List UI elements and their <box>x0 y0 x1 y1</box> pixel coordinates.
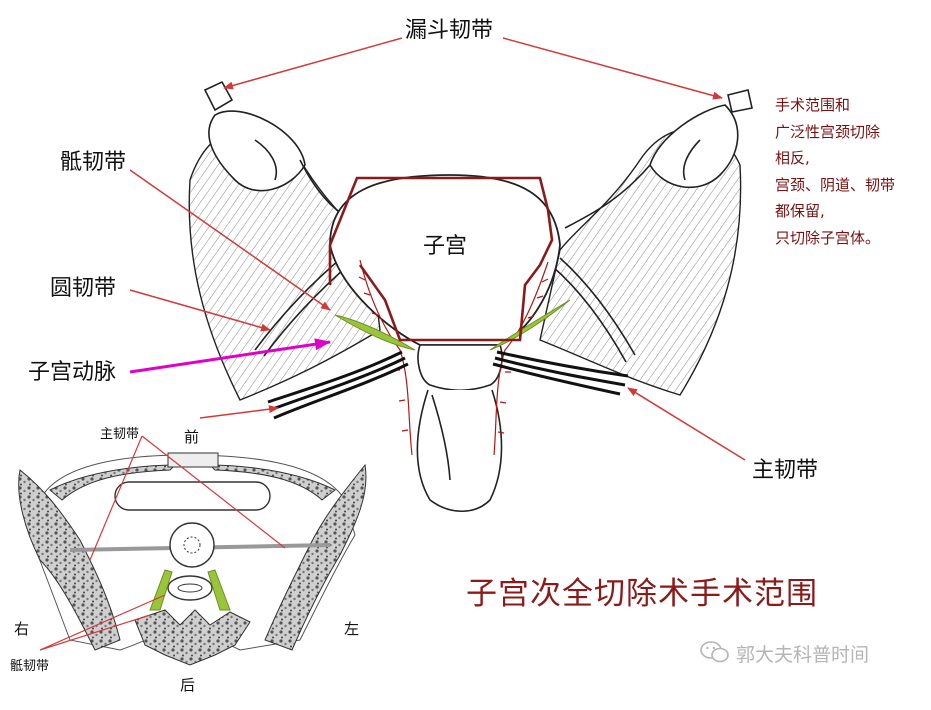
inset-label-cardinal: 主韧带 <box>100 427 140 442</box>
note-line: 都保留, <box>775 202 825 220</box>
uterosacral-ligaments <box>334 299 571 351</box>
inset-label-back: 后 <box>180 676 196 694</box>
diagram-title: 子宫次全切除术手术范围 <box>466 576 818 612</box>
cervix-vagina <box>416 344 503 512</box>
label-uterine-artery: 子宫动脉 <box>28 360 117 385</box>
surgery-scope-note: 手术范围和 广泛性宫颈切除 相反, 宫颈、阴道、韧带 都保留, 只切除子宫体。 <box>775 92 895 251</box>
label-infundibulopelvic-ligament: 漏斗韧带 <box>405 18 494 43</box>
label-uterus: 子宫 <box>423 234 468 259</box>
broad-ligament <box>188 127 742 401</box>
inset-label-front: 前 <box>184 428 200 446</box>
wechat-icon <box>700 641 729 663</box>
label-cardinal-ligament: 主韧带 <box>752 458 819 483</box>
note-line: 广泛性宫颈切除 <box>775 122 881 141</box>
inset-label-sacral: 骶韧带 <box>10 659 50 674</box>
cardinal-ligaments <box>267 350 629 420</box>
uterine-artery-arrow <box>129 338 331 374</box>
watermark: 郭大夫科普时间 <box>736 644 870 666</box>
note-line: 宫颈、阴道、韧带 <box>775 175 896 194</box>
note-line: 手术范围和 <box>775 96 851 114</box>
note-line: 相反, <box>775 149 810 167</box>
annotation-arrows <box>129 37 746 461</box>
incision-line <box>328 176 554 342</box>
inset-label-left: 左 <box>344 620 360 638</box>
inset-label-right: 右 <box>14 620 30 638</box>
pelvic-cross-section <box>18 435 367 666</box>
label-sacral-ligament: 骶韧带 <box>60 150 127 175</box>
label-round-ligament: 圆韧带 <box>50 276 117 301</box>
note-line: 只切除子宫体。 <box>775 228 881 247</box>
